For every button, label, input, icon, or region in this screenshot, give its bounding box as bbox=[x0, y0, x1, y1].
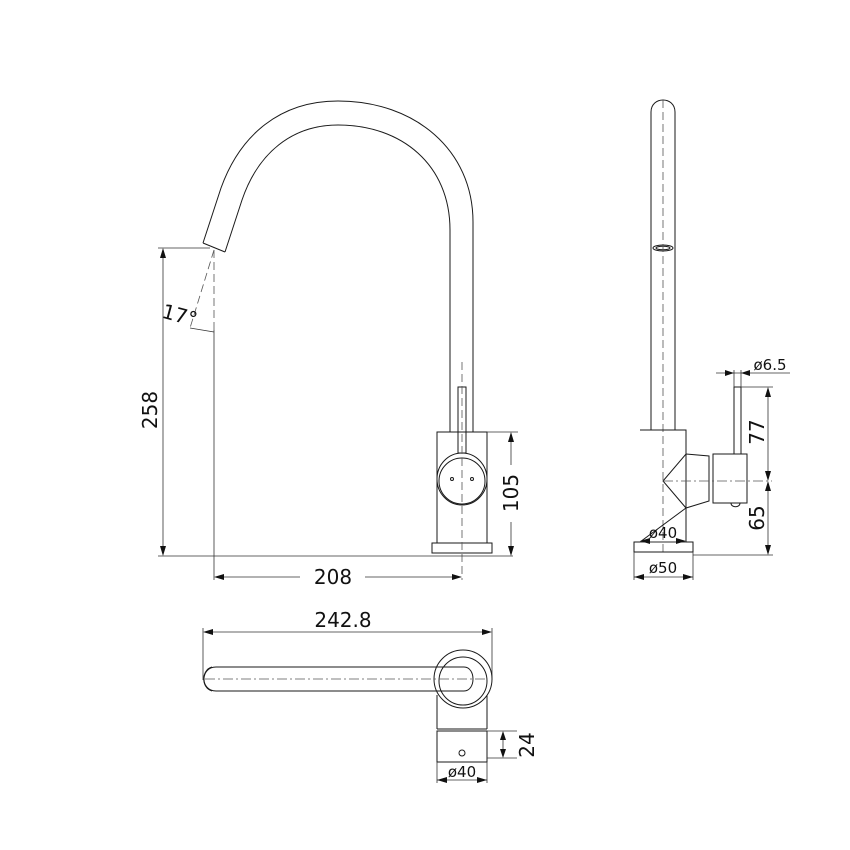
arrowhead bbox=[477, 777, 487, 783]
arrowhead bbox=[634, 574, 644, 580]
side-view: ø6.5 77 65 ø40 ø50 bbox=[633, 99, 790, 580]
lever bbox=[457, 386, 467, 454]
base-ring-inner bbox=[438, 656, 488, 706]
handle-screw-right bbox=[470, 477, 474, 481]
arrowhead bbox=[160, 546, 166, 556]
handle-cap-side bbox=[712, 453, 748, 504]
arrowhead bbox=[676, 538, 686, 544]
arrowhead bbox=[500, 749, 506, 758]
spout-top-tip bbox=[203, 666, 213, 692]
dim-40-top-label: ø40 bbox=[448, 763, 476, 781]
dim-242-8-label: 242.8 bbox=[314, 608, 371, 632]
dim-65-label: 65 bbox=[745, 505, 769, 530]
spout-inner-edge bbox=[224, 124, 451, 432]
arrowhead bbox=[725, 370, 734, 376]
arrowhead bbox=[452, 574, 462, 580]
flow-angle-line bbox=[189, 249, 215, 329]
arrowhead bbox=[741, 370, 750, 376]
arrowhead bbox=[500, 731, 506, 740]
arrowhead bbox=[482, 629, 492, 635]
arrowhead bbox=[214, 574, 224, 580]
handle-top bbox=[436, 730, 488, 763]
arrowhead bbox=[765, 471, 771, 481]
dim-77-label: 77 bbox=[745, 419, 769, 444]
arrowhead bbox=[508, 546, 514, 556]
dim-40-label: ø40 bbox=[649, 524, 677, 542]
side-base-plate bbox=[633, 541, 694, 553]
dim-50-label: ø50 bbox=[649, 559, 677, 577]
arrowhead bbox=[160, 248, 166, 258]
side-lever bbox=[733, 386, 742, 455]
arrowhead bbox=[765, 545, 771, 555]
arrowhead bbox=[765, 481, 771, 491]
handle-screw-top bbox=[458, 749, 466, 757]
spout-outer-edge bbox=[202, 100, 474, 432]
dim-6-5-label: ø6.5 bbox=[753, 356, 786, 374]
arrowhead bbox=[640, 538, 650, 544]
angle-arc bbox=[189, 327, 215, 333]
dim-24-label: 24 bbox=[515, 732, 539, 757]
top-view: 242.8 24 ø40 bbox=[202, 608, 539, 783]
angle-label: 17° bbox=[160, 299, 200, 331]
handle-screw-side bbox=[730, 502, 741, 508]
arrowhead bbox=[437, 777, 447, 783]
dim-208-label: 208 bbox=[314, 565, 352, 589]
handle-connector bbox=[662, 453, 710, 509]
arrowhead bbox=[683, 574, 693, 580]
front-view: 258 17° 208 105 bbox=[138, 100, 523, 589]
arrowhead bbox=[765, 387, 771, 397]
handle-screw-left bbox=[450, 477, 454, 481]
spout-top bbox=[203, 666, 474, 692]
spout-tip bbox=[202, 242, 226, 253]
dim-258-label: 258 bbox=[138, 391, 162, 429]
dim-105-label: 105 bbox=[499, 474, 523, 512]
arrowhead bbox=[203, 629, 213, 635]
arrowhead bbox=[508, 432, 514, 442]
